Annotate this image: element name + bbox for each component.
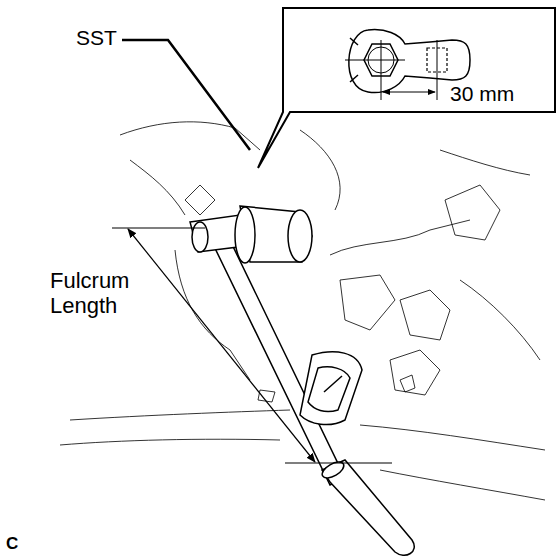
leader-line [122,40,250,150]
dimension-label: Fulcrum Length [50,268,155,319]
engine-background [60,122,545,500]
figure-code: C [6,534,18,554]
dimension-label: 30 mm [450,82,514,106]
inset-detail [258,8,555,168]
fulcrum-dimension [112,228,392,463]
torque-wrench [190,206,414,555]
part-label: SST [76,26,117,50]
